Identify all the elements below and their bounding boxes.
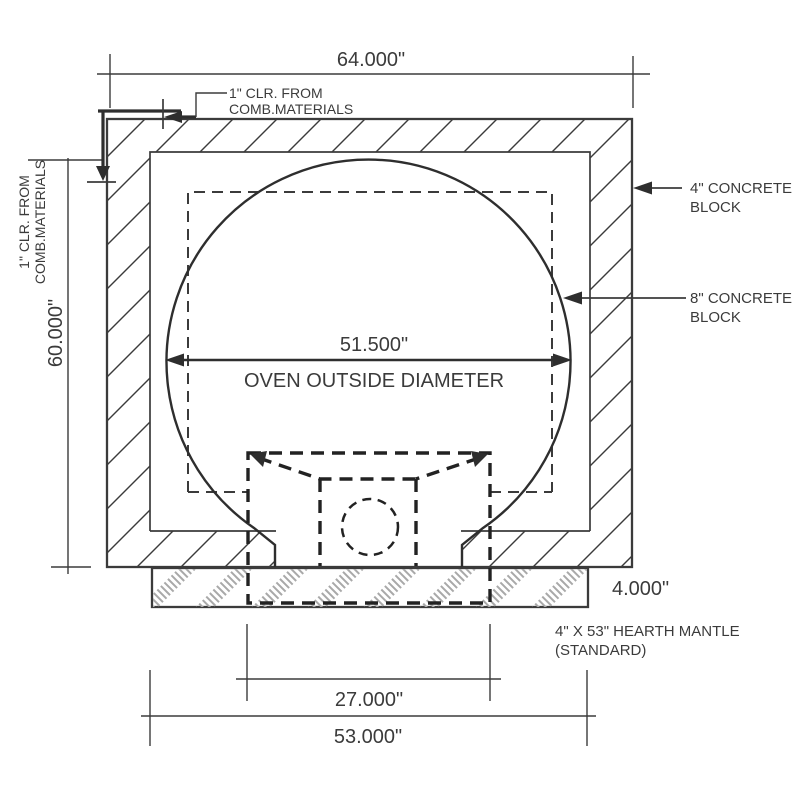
hearth-label-line2: (STANDARD) — [555, 642, 646, 659]
clearance-offset-line — [98, 109, 181, 169]
block8-arrow — [563, 291, 582, 305]
hearth-mantle — [150, 566, 590, 609]
diameter-arrow-left — [165, 353, 184, 367]
block4-line1: 4" CONCRETE — [690, 180, 792, 197]
oven-diameter-value: 51.500" — [340, 334, 408, 356]
oven-landing-dashed — [246, 451, 492, 605]
oven-dome-arc — [165, 158, 572, 567]
hearth-stipple-hatch — [153, 569, 587, 607]
diameter-arrow-right — [553, 353, 572, 367]
clearance-left-label: 1" CLR. FROM COMB.MATERIALS — [16, 160, 48, 284]
oven-outline — [165, 158, 572, 567]
dimension-27: 27.000" — [236, 624, 501, 711]
block4-arrow — [633, 181, 652, 195]
clearance-down-arrow — [96, 166, 110, 181]
dim-64-value: 64.000" — [337, 49, 405, 71]
dimension-53: 53.000" — [141, 670, 596, 748]
flue-circle — [340, 497, 400, 557]
block8-line2: BLOCK — [690, 309, 741, 326]
dimension-oven-diameter: 51.500" OVEN OUTSIDE DIAMETER — [165, 334, 572, 392]
landing-rect — [246, 451, 492, 605]
clearance-detail — [87, 92, 227, 183]
wall-inner-outline — [149, 151, 591, 531]
dim-60-value: 60.000" — [45, 299, 67, 367]
clearance-left-line2: COMB.MATERIALS — [32, 160, 48, 284]
block4-line2: BLOCK — [690, 199, 741, 216]
dim-53-value: 53.000" — [334, 726, 402, 748]
oven-clearance-dashed-rect — [187, 191, 553, 493]
concrete-block-8-callout: 8" CONCRETE BLOCK — [563, 290, 792, 326]
clearance-left-arrow — [164, 111, 182, 123]
clearance-top-line1: 1" CLR. FROM — [229, 85, 323, 101]
hearth-mantle-label: 4" X 53" HEARTH MANTLE (STANDARD) — [555, 623, 740, 659]
landing-trapezoid — [258, 456, 480, 481]
clearance-left-line1: 1" CLR. FROM — [16, 175, 32, 269]
block8-line1: 8" CONCRETE — [690, 290, 792, 307]
flue-chamber-sides — [318, 479, 418, 566]
clearance-leader — [195, 92, 227, 117]
landing-corner-arrow-left — [250, 451, 267, 467]
concrete-block-4-callout: 4" CONCRETE BLOCK — [633, 180, 792, 216]
hearth-label-line1: 4" X 53" HEARTH MANTLE — [555, 623, 740, 640]
dim-4-value: 4.000" — [612, 578, 669, 600]
clearance-top-label: 1" CLR. FROM COMB.MATERIALS — [229, 85, 353, 117]
dim-27-value: 27.000" — [335, 689, 403, 711]
dimension-60: 60.000" — [28, 158, 103, 574]
dimension-64: 64.000" — [97, 49, 650, 108]
dimension-4: 4.000" — [612, 578, 669, 600]
oven-diameter-label: OVEN OUTSIDE DIAMETER — [244, 370, 504, 392]
landing-corner-arrow-right — [471, 451, 488, 467]
clearance-top-line2: COMB.MATERIALS — [229, 101, 353, 117]
